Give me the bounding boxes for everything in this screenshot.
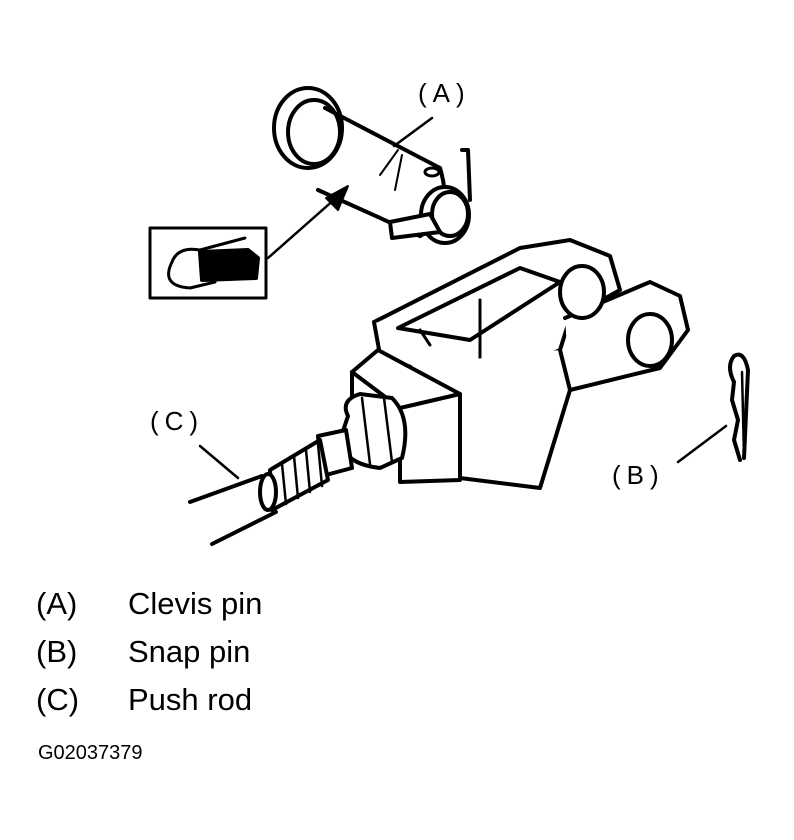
clevis-pin-drawing xyxy=(272,86,472,245)
legend-row-b: (B) Snap pin xyxy=(36,628,262,676)
legend-row-c: (C) Push rod xyxy=(36,676,262,724)
clevis-yoke-drawing xyxy=(350,238,690,490)
leader-line-a xyxy=(392,116,434,148)
callout-c: (C) xyxy=(150,406,204,436)
snap-pin-drawing xyxy=(728,352,750,462)
legend-key-b: (B) xyxy=(36,634,78,669)
push-rod-drawing xyxy=(188,392,408,546)
legend-label-b: Snap pin xyxy=(128,634,251,669)
clevis-assembly-diagram: (A) (C) (B) xyxy=(148,78,750,546)
grease-arrow xyxy=(266,196,338,260)
legend-key-c: (C) xyxy=(36,682,80,717)
legend-label-c: Push rod xyxy=(128,682,253,717)
grease-symbol-icon xyxy=(148,226,268,300)
callout-b: (B) xyxy=(612,460,665,490)
legend-label-a: Clevis pin xyxy=(128,586,263,621)
leader-line-b xyxy=(676,424,728,464)
parts-legend: (A) Clevis pin (B) Snap pin (C) Push rod xyxy=(36,580,262,724)
legend-key-a: (A) xyxy=(36,586,78,621)
callout-a: (A) xyxy=(418,78,471,108)
legend-row-a: (A) Clevis pin xyxy=(36,580,262,628)
figure-id: G02037379 xyxy=(38,742,143,764)
leader-line-c xyxy=(198,444,240,480)
grease-arrow-head xyxy=(325,185,349,211)
